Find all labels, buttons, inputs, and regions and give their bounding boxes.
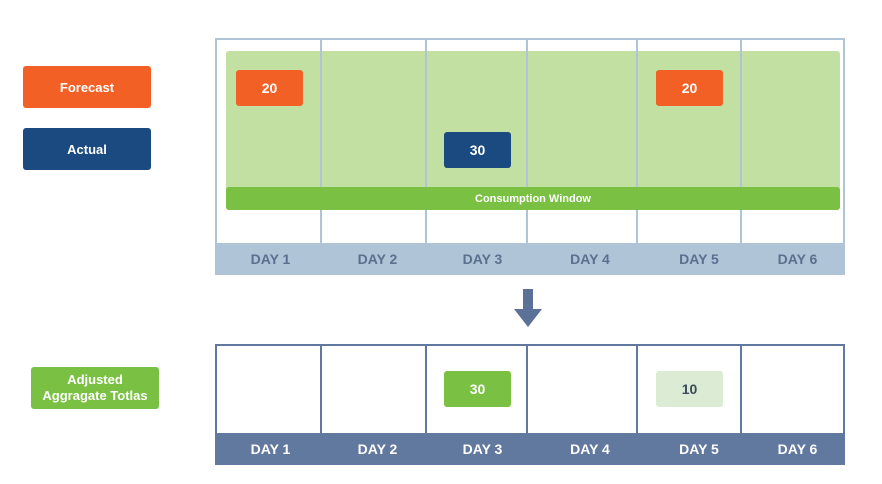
top-column	[322, 40, 427, 273]
bottom-day-label: DAY 1	[250, 441, 291, 457]
bottom-day-label: DAY 4	[570, 441, 610, 457]
forecast-day5-value: 20	[656, 70, 723, 106]
top-column	[528, 40, 638, 273]
adjusted-day3-text: 30	[469, 381, 486, 397]
bottom-day-bar: DAY 1 DAY 2 DAY 3 DAY 4 DAY 5 DAY 6	[217, 433, 843, 465]
top-day-label: DAY 3	[462, 251, 503, 267]
forecast-day5-text: 20	[681, 80, 698, 96]
bottom-day-label: DAY 5	[679, 441, 719, 457]
bottom-day-columns	[217, 346, 843, 463]
top-timeline-panel: Consumption Window 20 30 20 DAY 1 DAY 2 …	[215, 38, 845, 275]
bottom-day-label: DAY 6	[777, 441, 818, 457]
arrow-down-icon	[514, 289, 542, 327]
forecast-legend: Forecast	[23, 66, 151, 108]
actual-day3-value: 30	[444, 132, 511, 168]
adjusted-day3-value: 30	[444, 371, 511, 407]
bottom-column	[217, 346, 322, 463]
bottom-column	[638, 346, 742, 463]
top-day-label: DAY 5	[679, 251, 719, 267]
top-day-label: DAY 2	[357, 251, 398, 267]
forecast-day1-value: 20	[236, 70, 303, 106]
bottom-timeline-panel: 30 10 DAY 1 DAY 2 DAY 3 DAY 4 DAY 5 DAY …	[215, 344, 845, 465]
top-day-columns	[217, 40, 843, 273]
top-day-label: DAY 4	[570, 251, 610, 267]
actual-legend: Actual	[23, 128, 151, 170]
consumption-window-label: Consumption Window	[475, 192, 591, 205]
consumption-window-bar: Consumption Window	[226, 187, 840, 210]
actual-legend-label: Actual	[67, 141, 107, 157]
top-day-label: DAY 6	[777, 251, 818, 267]
bottom-day-label: DAY 3	[462, 441, 503, 457]
top-column	[742, 40, 843, 273]
bottom-column	[528, 346, 638, 463]
forecast-legend-label: Forecast	[59, 79, 115, 95]
bottom-column	[427, 346, 528, 463]
top-column	[427, 40, 528, 273]
adjusted-legend: Adjusted Aggragate Totlas	[31, 367, 159, 409]
bottom-column	[322, 346, 427, 463]
adjusted-day5-text: 10	[681, 381, 698, 397]
top-column	[217, 40, 322, 273]
bottom-day-label: DAY 2	[357, 441, 398, 457]
adjusted-legend-label: Adjusted Aggragate Totlas	[42, 372, 148, 403]
top-day-label: DAY 1	[250, 251, 291, 267]
adjusted-day5-value: 10	[656, 371, 723, 407]
consumption-window-area	[226, 51, 840, 210]
forecast-day1-text: 20	[261, 80, 278, 96]
top-day-bar: DAY 1 DAY 2 DAY 3 DAY 4 DAY 5 DAY 6	[217, 243, 843, 275]
actual-day3-text: 30	[469, 142, 486, 158]
top-column	[638, 40, 742, 273]
